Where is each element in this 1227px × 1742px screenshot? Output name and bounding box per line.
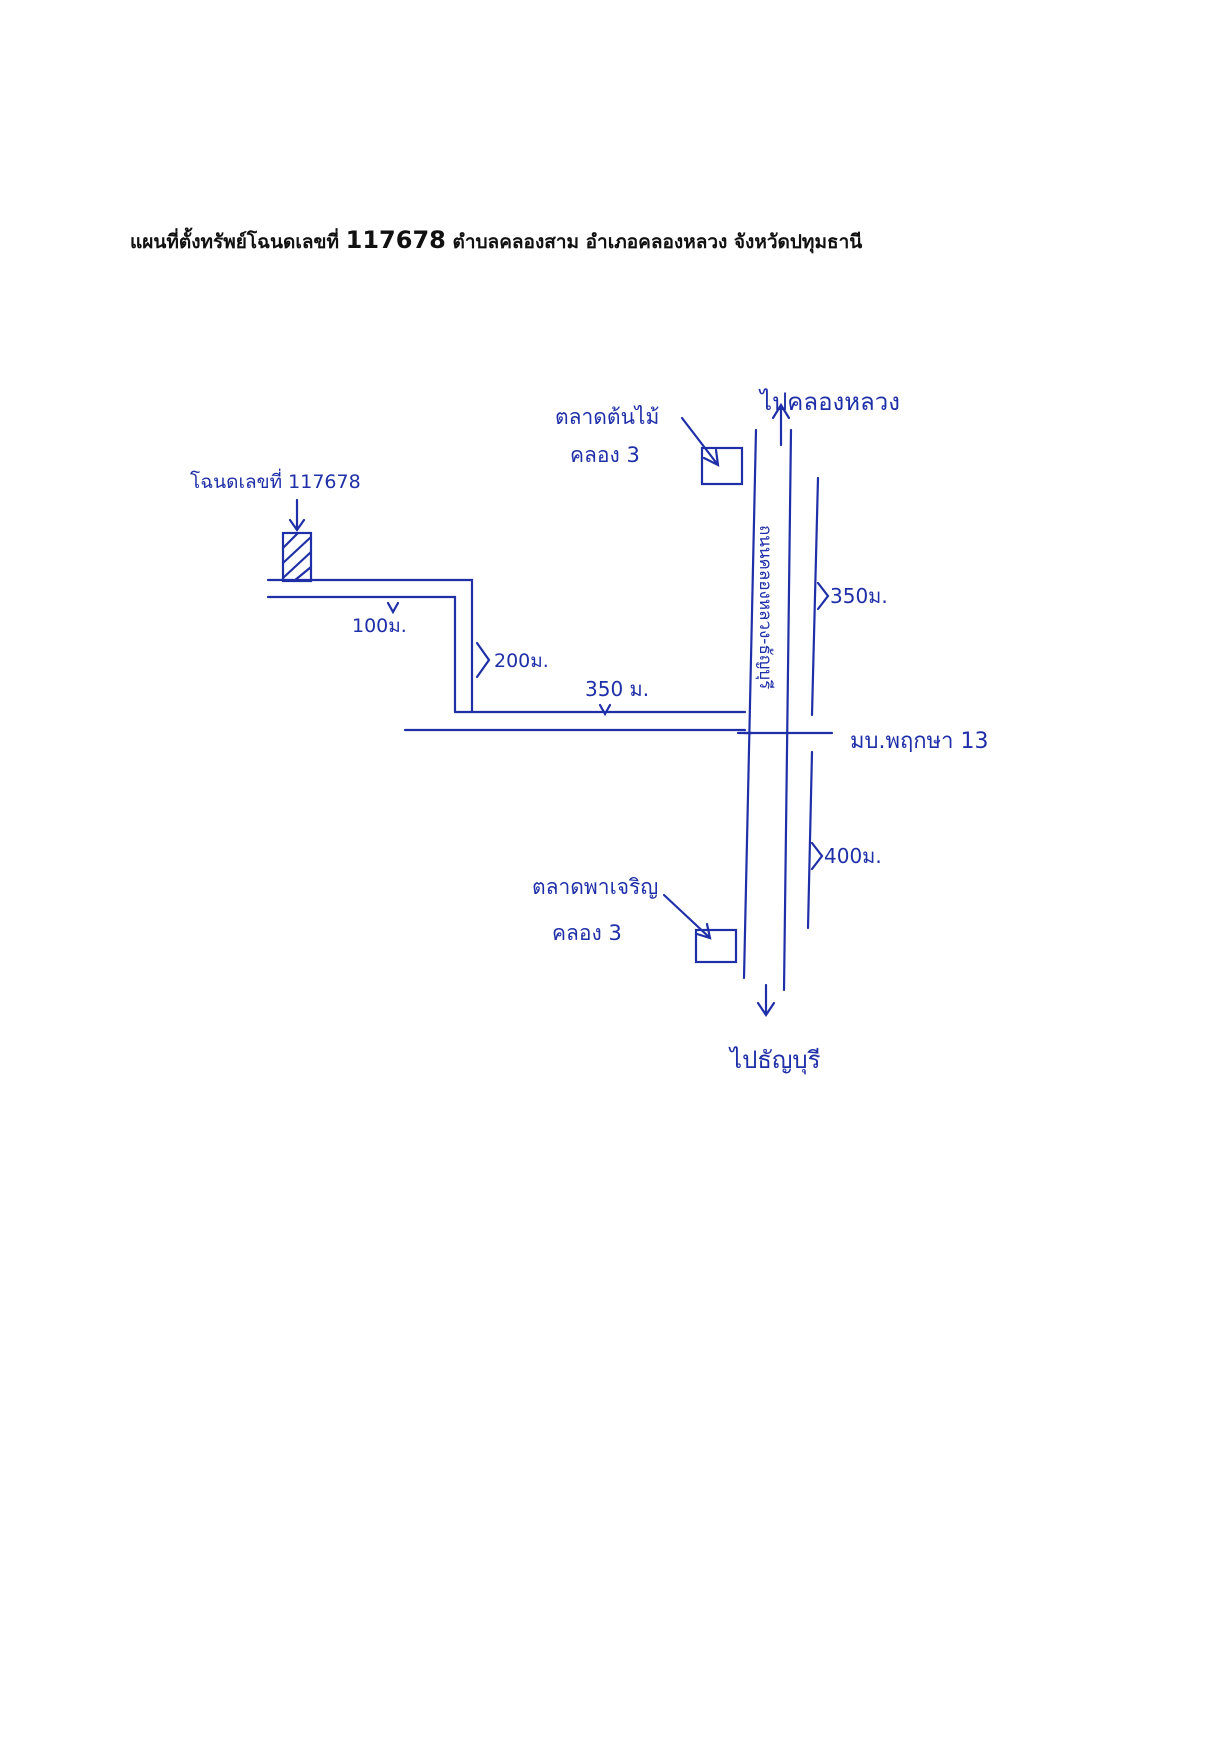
label-dist-100: 100ม. (352, 615, 407, 637)
label-dist-400: 400ม. (824, 844, 882, 868)
label-dist-350-h: 350 ม. (585, 677, 649, 701)
brace-200 (475, 641, 491, 679)
brace-350-h (598, 703, 612, 717)
brace-400 (810, 841, 824, 871)
market-north-building (700, 446, 744, 486)
arrow-north (771, 402, 791, 447)
main-road-right-edge (782, 428, 793, 992)
dim-line-400 (806, 750, 814, 930)
arrow-south (756, 983, 776, 1017)
label-dist-200: 200ม. (494, 650, 549, 672)
label-deed: โฉนดเลขที่ 117678 (190, 468, 361, 493)
title-suffix: ตำบลคลองสาม อำเภอคลองหลวง จังหวัดปทุมธาน… (452, 231, 863, 253)
label-main-road: ถนนคลองหลวง-ธัญบุรี (755, 525, 775, 689)
title-prefix: แผนที่ตั้งทรัพย์โฉนดเลขที่ (130, 231, 340, 253)
deed-plot-hatch (281, 531, 313, 583)
brace-100 (386, 601, 400, 615)
arrow-market-north (680, 416, 720, 467)
market-south-building (694, 928, 738, 964)
title-deed-number: 117678 (345, 226, 446, 254)
label-market-north-2: คลอง 3 (570, 443, 640, 467)
label-to-north: ไปคลองหลวง (758, 388, 900, 416)
brace-350-v (816, 581, 830, 611)
label-village: มบ.พฤกษา 13 (850, 729, 988, 754)
main-road-left-edge (742, 428, 758, 980)
arrow-market-south (662, 893, 712, 940)
label-market-south-2: คลอง 3 (552, 921, 622, 945)
arrow-deed (288, 498, 306, 532)
side-road-top-lower (266, 595, 457, 714)
dim-line-350 (810, 476, 820, 717)
page-title: แผนที่ตั้งทรัพย์โฉนดเลขที่ 117678 ตำบลคล… (130, 226, 862, 257)
side-road-top-upper (266, 578, 474, 714)
label-dist-350-v: 350ม. (830, 584, 888, 608)
label-market-north-1: ตลาดต้นไม้ (555, 405, 659, 429)
label-to-south: ไปธัญบุรี (728, 1046, 821, 1075)
label-market-south-1: ตลาดพาเจริญ (532, 875, 658, 899)
